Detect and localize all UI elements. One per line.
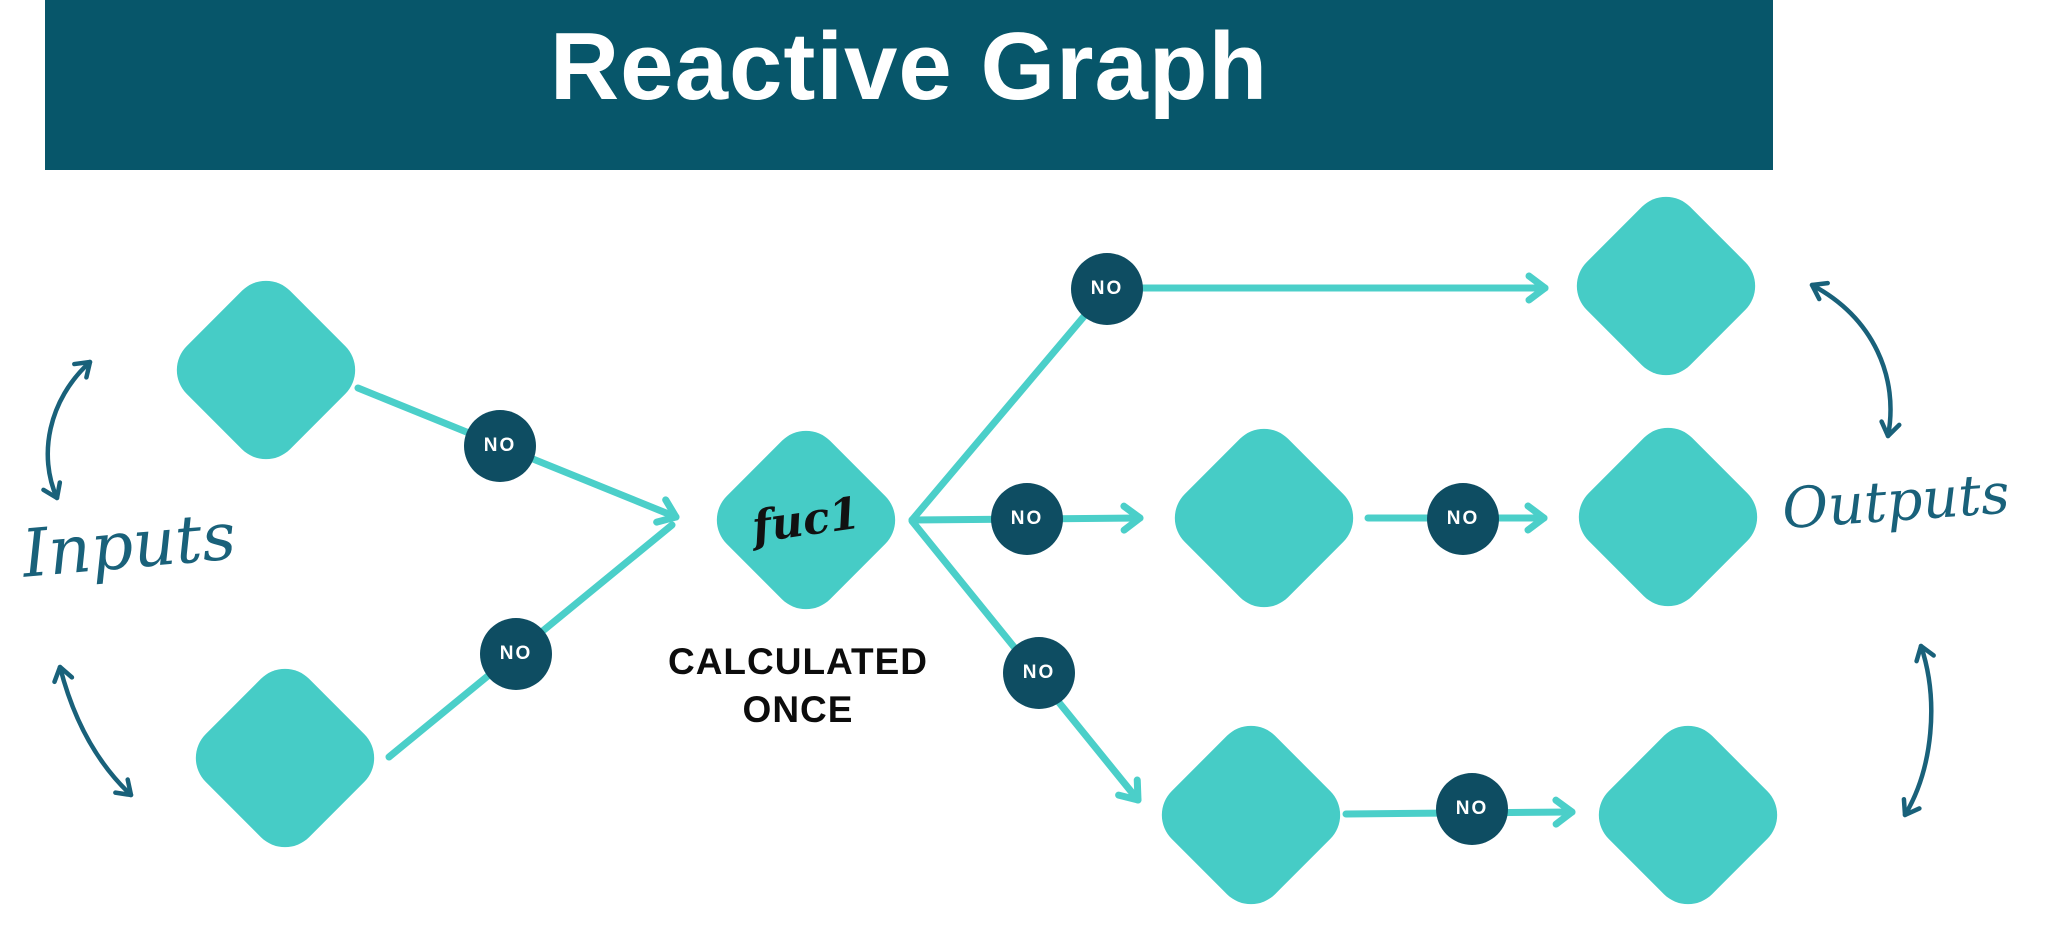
no-badge: NO xyxy=(480,618,552,690)
no-badge: NO xyxy=(1427,483,1499,555)
func-node-label: fuc1 xyxy=(748,487,864,553)
inputs-bottom-curved-arrow-icon xyxy=(52,664,134,798)
no-badge: NO xyxy=(1003,637,1075,709)
no-badge: NO xyxy=(991,483,1063,555)
outputs-top-curved-arrow-icon xyxy=(1809,280,1902,439)
calculated-once-caption: CALCULATED ONCE xyxy=(638,638,958,734)
caption-line2: ONCE xyxy=(742,689,854,731)
no-badge: NO xyxy=(1071,253,1143,325)
title-banner: Reactive Graph xyxy=(45,0,1773,170)
page-title: Reactive Graph xyxy=(549,13,1269,120)
caption-line1: CALCULATED xyxy=(667,641,929,682)
outputs-bottom-curved-arrow-icon xyxy=(1901,643,1936,818)
inputs-top-curved-arrow-icon xyxy=(41,359,93,501)
no-badge: NO xyxy=(1436,773,1508,845)
no-badge: NO xyxy=(464,410,536,482)
